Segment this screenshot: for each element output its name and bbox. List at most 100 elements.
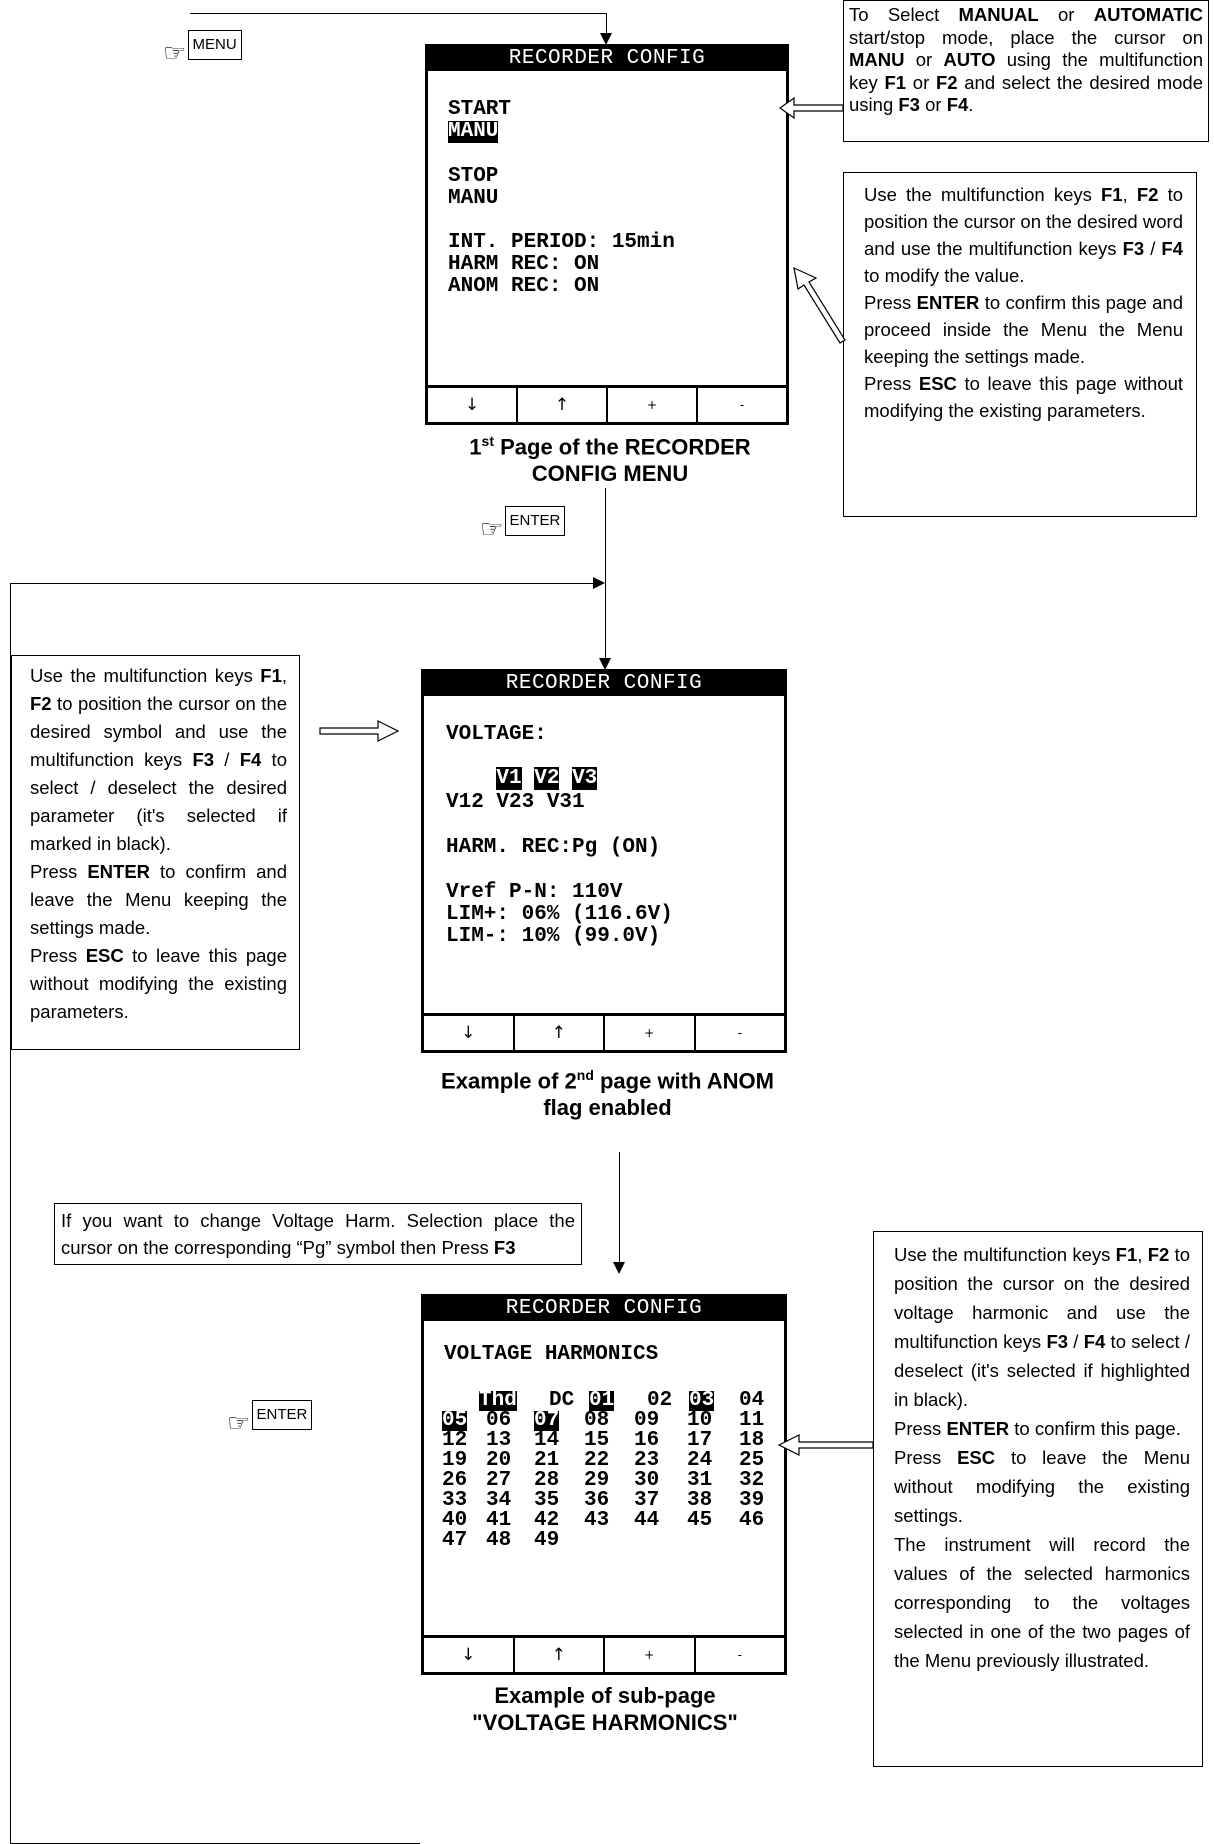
- flow-arrow-2: [599, 658, 611, 670]
- harmonic-32[interactable]: 32: [739, 1469, 765, 1492]
- harmonic-30[interactable]: 30: [634, 1469, 660, 1492]
- harmonic-42[interactable]: 42: [534, 1509, 560, 1532]
- f3-key[interactable]: +: [605, 1638, 696, 1672]
- harmonic-36[interactable]: 36: [584, 1489, 610, 1512]
- enter-key-1[interactable]: ☞ ENTER: [480, 506, 566, 544]
- harmonic-08[interactable]: 08: [584, 1409, 610, 1432]
- f1-key[interactable]: ↓: [428, 388, 518, 422]
- harmonic-14[interactable]: 14: [534, 1429, 560, 1452]
- f4-key[interactable]: -: [737, 1026, 742, 1040]
- anom-rec[interactable]: ANOM REC: ON: [448, 275, 600, 298]
- lim-minus-setting[interactable]: LIM-: 10% (99.0V): [446, 925, 661, 948]
- harmonic-26[interactable]: 26: [442, 1469, 468, 1492]
- harmonic-12[interactable]: 12: [442, 1429, 468, 1452]
- note-page1-keys: Use the multifunction keys F1, F2 to pos…: [843, 172, 1197, 517]
- harmonic-16[interactable]: 16: [634, 1429, 660, 1452]
- harmonic-38[interactable]: 38: [687, 1489, 713, 1512]
- stop-mode-value[interactable]: MANU: [448, 187, 499, 210]
- harmonic-25[interactable]: 25: [739, 1449, 765, 1472]
- harmonic-20[interactable]: 20: [486, 1449, 512, 1472]
- vref-setting[interactable]: Vref P-N: 110V: [446, 881, 623, 904]
- harmonic-13[interactable]: 13: [486, 1429, 512, 1452]
- menu-key[interactable]: ☞ MENU: [162, 30, 242, 68]
- harm-rec[interactable]: HARM REC: ON: [448, 253, 600, 276]
- harmonic-11[interactable]: 11: [739, 1409, 765, 1432]
- harmonic-47[interactable]: 47: [442, 1529, 468, 1552]
- harmonic-06[interactable]: 06: [486, 1409, 512, 1432]
- int-period[interactable]: INT. PERIOD: 15min: [448, 231, 675, 254]
- harmonic-22[interactable]: 22: [584, 1449, 610, 1472]
- harmonic-44[interactable]: 44: [634, 1509, 660, 1532]
- screen-title: RECORDER CONFIG: [428, 47, 786, 71]
- harmonic-31[interactable]: 31: [687, 1469, 713, 1492]
- harmonic-29[interactable]: 29: [584, 1469, 610, 1492]
- screen1-caption: 1st Page of the RECORDER CONFIG MENU: [469, 433, 751, 487]
- f4-key[interactable]: -: [737, 1648, 742, 1662]
- harmonic-05[interactable]: 05: [442, 1409, 468, 1432]
- v3-toggle[interactable]: V3: [572, 767, 598, 790]
- harmonic-01[interactable]: 01: [589, 1389, 615, 1412]
- v1-toggle[interactable]: V1: [496, 767, 522, 790]
- harmonic-10[interactable]: 10: [687, 1409, 713, 1432]
- note-page2-keys: Use the multifunction keys F1, F2 to pos…: [11, 655, 300, 1050]
- harmonic-40[interactable]: 40: [442, 1509, 468, 1532]
- harmonic-04[interactable]: 04: [739, 1389, 765, 1412]
- harmonic-35[interactable]: 35: [534, 1489, 560, 1512]
- harm-rec-setting[interactable]: HARM. REC:Pg (ON): [446, 836, 661, 859]
- harmonics-row: Thd DC 01 02 03 04: [424, 1389, 784, 1412]
- flow-line-loop-top: [10, 583, 595, 584]
- harmonic-27[interactable]: 27: [486, 1469, 512, 1492]
- voltage-label: VOLTAGE:: [446, 723, 547, 746]
- f2-key[interactable]: ↑: [518, 388, 608, 422]
- f1-key[interactable]: ↓: [424, 1016, 515, 1050]
- note-select-mode: To Select MANUAL or AUTOMATIC start/stop…: [843, 0, 1209, 142]
- hollow-arrow-left-icon-2: [777, 1434, 874, 1456]
- harmonic-39[interactable]: 39: [739, 1489, 765, 1512]
- harmonic-33[interactable]: 33: [442, 1489, 468, 1512]
- harmonic-21[interactable]: 21: [534, 1449, 560, 1472]
- harmonic-45[interactable]: 45: [687, 1509, 713, 1532]
- lim-plus-setting[interactable]: LIM+: 06% (116.6V): [446, 903, 673, 926]
- harmonic-24[interactable]: 24: [687, 1449, 713, 1472]
- note-harm-change: If you want to change Voltage Harm. Sele…: [54, 1203, 582, 1265]
- harmonic-28[interactable]: 28: [534, 1469, 560, 1492]
- harmonic-dc[interactable]: DC: [549, 1389, 575, 1412]
- screen-title: RECORDER CONFIG: [424, 1297, 784, 1321]
- harmonic-23[interactable]: 23: [634, 1449, 660, 1472]
- start-mode-value[interactable]: MANU: [448, 120, 499, 143]
- screen-recorder-config-page1: RECORDER CONFIG START MANU STOP MANU INT…: [425, 44, 789, 425]
- harmonic-48[interactable]: 48: [486, 1529, 512, 1552]
- screen3-caption: Example of sub-page "VOLTAGE HARMONICS": [472, 1683, 738, 1735]
- f2-key[interactable]: ↑: [515, 1638, 605, 1672]
- v2-toggle[interactable]: V2: [534, 767, 560, 790]
- harmonic-37[interactable]: 37: [634, 1489, 660, 1512]
- f3-key[interactable]: +: [605, 1016, 696, 1050]
- pointing-hand-icon: ☞: [162, 39, 187, 67]
- harmonic-41[interactable]: 41: [486, 1509, 512, 1532]
- harmonic-09[interactable]: 09: [634, 1409, 660, 1432]
- flow-line-top: [190, 13, 607, 14]
- harmonic-34[interactable]: 34: [486, 1489, 512, 1512]
- pointing-hand-icon: ☞: [226, 1409, 251, 1437]
- f4-key[interactable]: -: [739, 398, 745, 412]
- hollow-arrow-left-icon: [778, 96, 844, 120]
- f1-key[interactable]: ↓: [424, 1638, 515, 1672]
- line-voltage-row[interactable]: V12 V23 V31: [446, 791, 585, 814]
- harmonic-07[interactable]: 07: [534, 1409, 560, 1432]
- hollow-arrow-right-icon: [319, 720, 400, 742]
- f2-key[interactable]: ↑: [515, 1016, 605, 1050]
- harmonic-49[interactable]: 49: [534, 1529, 560, 1552]
- enter-key-2[interactable]: ☞ ENTER: [226, 1400, 313, 1438]
- harmonic-18[interactable]: 18: [739, 1429, 765, 1452]
- harmonic-15[interactable]: 15: [584, 1429, 610, 1452]
- harmonic-46[interactable]: 46: [739, 1509, 765, 1532]
- harmonic-17[interactable]: 17: [687, 1429, 713, 1452]
- harmonic-03[interactable]: 03: [689, 1389, 715, 1412]
- f3-key[interactable]: +: [608, 388, 698, 422]
- harmonic-19[interactable]: 19: [442, 1449, 468, 1472]
- harmonic-02[interactable]: 02: [647, 1389, 673, 1412]
- flow-arrow-1: [600, 33, 612, 45]
- flow-line-top-down: [606, 13, 607, 37]
- harmonic-thd[interactable]: Thd: [479, 1389, 517, 1412]
- harmonic-43[interactable]: 43: [584, 1509, 610, 1532]
